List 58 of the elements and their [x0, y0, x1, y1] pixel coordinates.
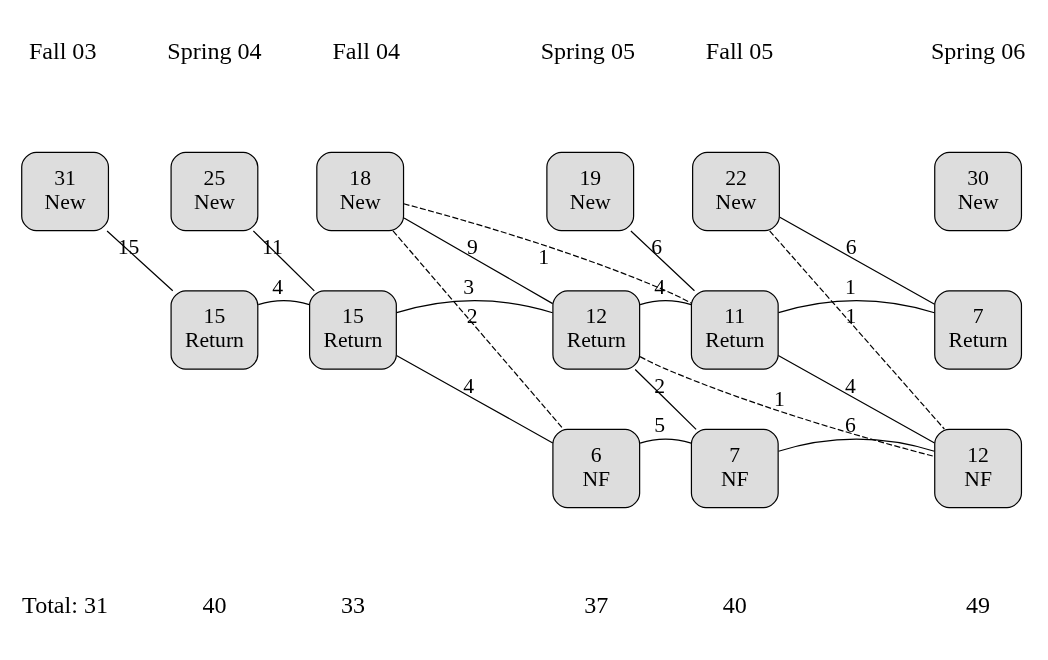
label: Spring 06 [930, 37, 1026, 64]
connector [392, 230, 564, 430]
connector [403, 217, 554, 305]
label: 49 [966, 592, 991, 619]
connector [779, 216, 936, 305]
node-box: 31 New [21, 151, 110, 232]
node-box: 18 New [316, 151, 405, 232]
edge-label: 1 [845, 304, 857, 329]
edge-label: 4 [844, 373, 856, 398]
node-box: 25 New [170, 151, 259, 232]
connector [769, 230, 945, 430]
label: Fall 05 [705, 37, 774, 64]
edge-label: 6 [845, 235, 857, 260]
edge-label: 6 [651, 235, 663, 260]
label: Fall 04 [332, 37, 400, 64]
label: 33 [340, 592, 365, 619]
connector [777, 438, 936, 452]
connector [639, 356, 935, 457]
node-box: 12 Return [552, 290, 641, 370]
edge-label: 4 [272, 274, 284, 299]
connector [639, 300, 692, 306]
edge-label: 6 [845, 413, 856, 438]
edge-label: 9 [466, 235, 478, 260]
connector [777, 300, 936, 314]
node-box: 7 NF [690, 428, 779, 509]
label: Spring 05 [540, 37, 635, 64]
label: 40 [202, 592, 227, 619]
label: Fall 03 [28, 37, 97, 64]
label: Spring 04 [167, 37, 262, 64]
connector [257, 300, 310, 306]
node-box: 15 Return [309, 290, 397, 370]
edge-label: 4 [463, 373, 474, 398]
connector [630, 230, 696, 292]
node-box: 30 New [934, 151, 1023, 232]
label: 40 [722, 592, 747, 619]
connector [106, 230, 174, 292]
connector [252, 230, 315, 292]
node-box: 7 Return [934, 290, 1023, 370]
node-box: 15 Return [170, 290, 259, 370]
edge-label: 1 [773, 387, 785, 412]
connector [639, 438, 692, 444]
connector [395, 354, 554, 444]
connector [396, 300, 554, 314]
label: 37 [584, 592, 609, 619]
node-box: 12 NF [934, 428, 1023, 509]
node-box: 6 NF [552, 428, 641, 509]
edge-label: 2 [466, 304, 478, 329]
connector [634, 368, 697, 430]
edge-label: 1 [845, 274, 856, 299]
connector [403, 203, 692, 304]
connector [777, 354, 936, 444]
label: Total: 31 [22, 592, 109, 619]
edge-label: 3 [463, 274, 475, 299]
edge-label: 5 [654, 413, 666, 438]
edge-label: 1 [538, 245, 549, 270]
node-box: 19 New [546, 151, 635, 232]
node-box: 22 New [692, 151, 780, 232]
node-box: 11 Return [690, 290, 779, 370]
